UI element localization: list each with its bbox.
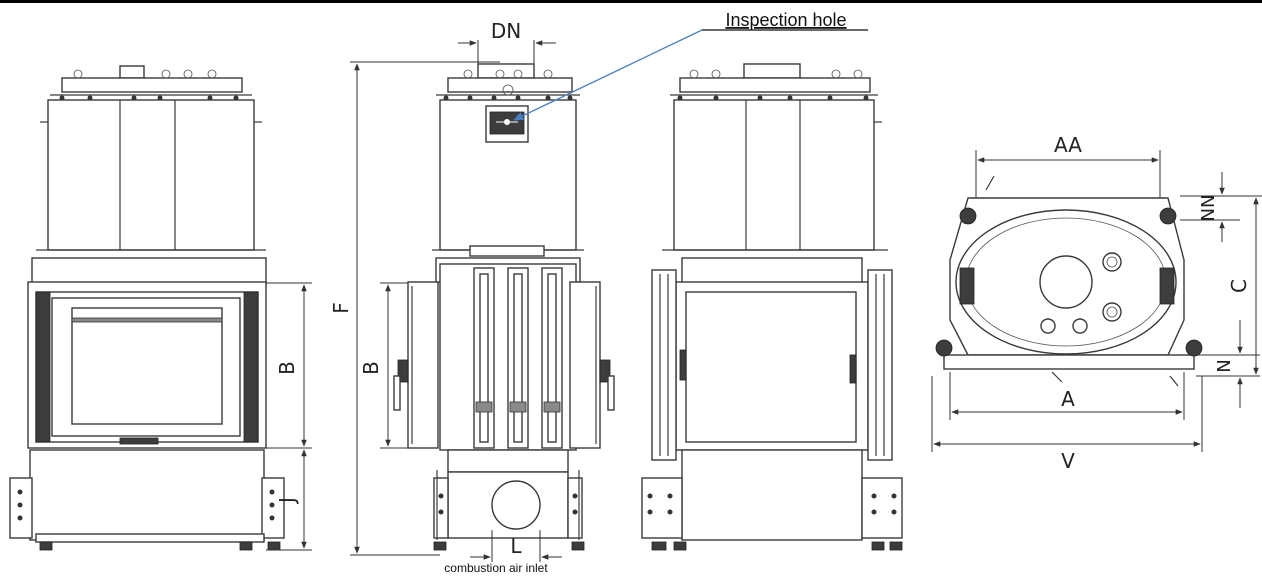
inspection-hole-arrow: [513, 29, 703, 121]
dim-label-c: C: [1227, 279, 1251, 293]
dim-nn: [1180, 172, 1262, 242]
dim-a: [949, 372, 1185, 420]
dim-label-j: J: [275, 497, 299, 505]
top-border-rule: [0, 0, 1262, 3]
back-view: [641, 63, 903, 551]
side-view: [393, 40, 615, 551]
dim-label-f: F: [329, 302, 353, 314]
dim-j: [266, 449, 312, 551]
dim-n: [1196, 320, 1260, 408]
dim-label-dn: DN: [491, 19, 521, 43]
dim-label-n: N: [1214, 359, 1235, 372]
dim-aa: [975, 150, 1161, 198]
dim-label-aa: AA: [1054, 133, 1082, 157]
dim-label-l: L: [510, 534, 522, 558]
dim-label-b-front: B: [275, 361, 299, 375]
top-view: [935, 175, 1203, 387]
dim-v: [931, 376, 1203, 452]
front-view: [9, 65, 285, 551]
dim-label-a: A: [1061, 387, 1075, 411]
dim-label-nn: NN: [1198, 195, 1219, 222]
dim-b-front: [266, 282, 312, 449]
combustion-air-inlet-label: combustion air inlet: [444, 561, 548, 575]
dim-b-side: [380, 282, 408, 449]
inspection-hole-label: Inspection hole: [725, 10, 846, 30]
dim-label-b-side: B: [359, 361, 383, 375]
dim-l: [470, 530, 562, 562]
dim-f: [350, 61, 500, 556]
dim-label-v: V: [1061, 449, 1075, 473]
